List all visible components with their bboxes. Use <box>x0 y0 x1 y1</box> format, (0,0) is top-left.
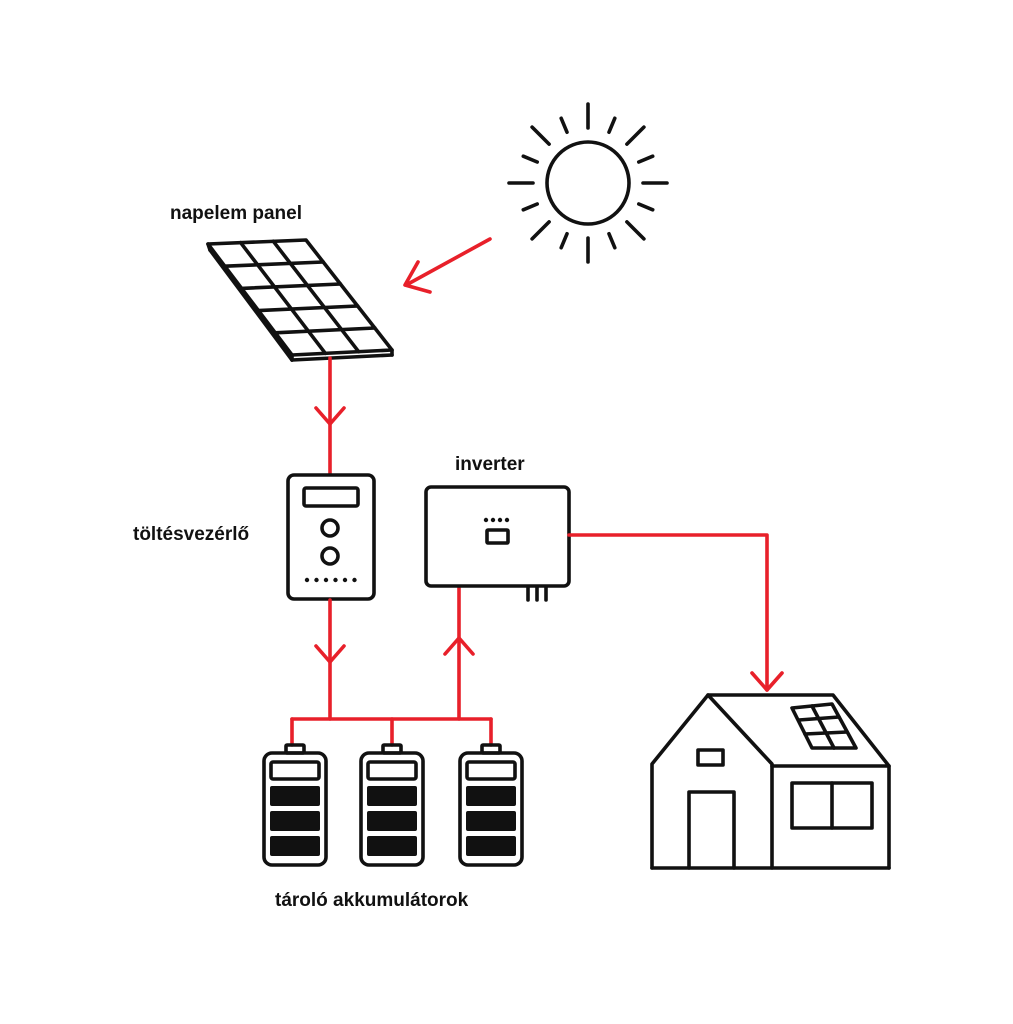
batteries-label: tároló akkumulátorok <box>275 890 469 911</box>
solar-panel-icon <box>206 238 394 362</box>
sun-icon <box>507 102 669 264</box>
battery-cell <box>270 836 320 856</box>
sunlight-arrow <box>403 237 492 294</box>
batteries-to-inverter-line <box>443 586 475 721</box>
battery-cell <box>466 786 516 806</box>
sun-ray <box>521 154 540 164</box>
roof-solar-panel-icon <box>790 702 858 750</box>
charge-controller-icon <box>286 473 376 601</box>
inverter-label: inverter <box>455 454 525 475</box>
sun-ray <box>559 116 569 134</box>
sun-ray <box>636 202 655 212</box>
panel-cell-divider <box>271 239 361 354</box>
panel-cell-divider <box>238 240 328 356</box>
indicator-dot <box>323 577 329 583</box>
inverter-to-house-line <box>567 533 784 692</box>
panel-cell-divider <box>223 260 326 269</box>
battery-cell <box>270 786 320 806</box>
indicator-dot <box>342 577 348 583</box>
indicator-dot <box>333 577 338 583</box>
battery-icon <box>458 743 524 867</box>
inverter-icon <box>424 485 571 602</box>
battery-icon <box>359 743 425 867</box>
panel-to-controller-line <box>314 356 346 476</box>
battery-cell <box>270 811 320 831</box>
battery-icon <box>262 743 328 867</box>
sun-ray <box>607 116 617 134</box>
charge-controller-label: töltésvezérlő <box>133 524 249 545</box>
indicator-dot <box>352 577 357 583</box>
sun-ray <box>625 125 646 146</box>
panel-cell-divider <box>273 326 377 335</box>
sun-ray <box>636 154 655 164</box>
battery-cell <box>466 811 516 831</box>
panel-cell-divider <box>239 282 343 291</box>
battery-group <box>262 743 524 867</box>
sun-ray <box>625 220 646 241</box>
house-icon <box>650 693 891 870</box>
panel-cell-divider <box>256 304 360 313</box>
sun-ray <box>607 232 617 250</box>
battery-cell <box>367 836 417 856</box>
sun-ray <box>559 232 569 250</box>
indicator-dot <box>304 577 310 583</box>
battery-cell <box>367 786 417 806</box>
sun-ray <box>530 125 551 146</box>
solar-panel-label: napelem panel <box>170 203 302 224</box>
battery-cell <box>367 811 417 831</box>
battery-bus-line <box>290 717 493 747</box>
controller-to-batteries-line <box>314 598 346 721</box>
battery-cell <box>466 836 516 856</box>
sun-ray <box>530 220 551 241</box>
indicator-dot <box>314 577 319 583</box>
sun-ray <box>521 202 540 212</box>
